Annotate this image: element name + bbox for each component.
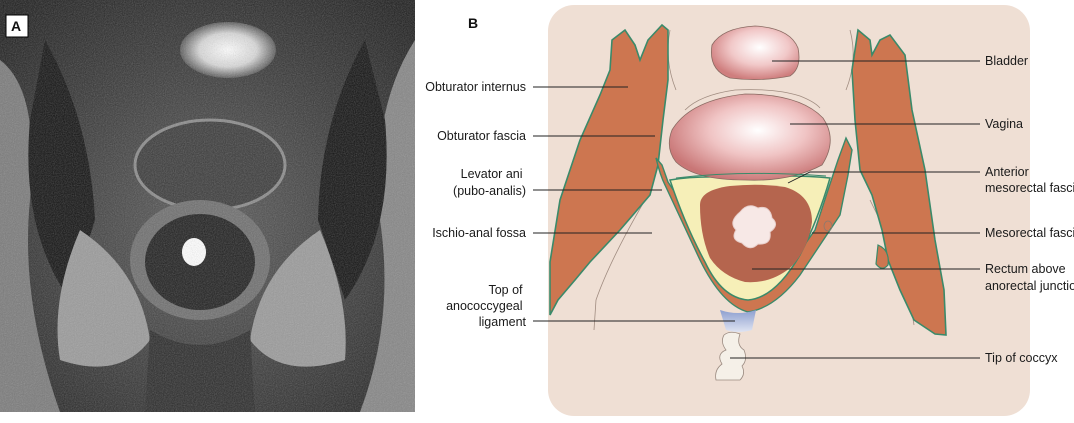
panel-b-letter: B: [468, 15, 478, 31]
label-anterior-mesorectal-fascia: Anterior mesorectal fascia: [985, 165, 1074, 195]
anococcygeal-ligament: [720, 310, 756, 332]
mri-panel: A: [0, 0, 415, 412]
label-obturator-internus: Obturator internus: [425, 80, 526, 94]
right-labels: Bladder Vagina Anterior mesorectal fasci…: [985, 54, 1074, 365]
label-levator-ani: Levator ani (pubo-analis): [453, 167, 526, 198]
label-anococcygeal-ligament: Top of anococcygeal ligament: [446, 283, 526, 329]
left-obturator-internus: [549, 23, 669, 316]
bladder: [711, 25, 800, 80]
label-obturator-fascia: Obturator fascia: [437, 129, 526, 143]
label-mesorectal-fascia: Mesorectal fascia: [985, 226, 1074, 240]
rectal-lumen: [732, 205, 776, 249]
panel-a-letter: A: [11, 18, 21, 34]
coccyx: [715, 331, 746, 381]
label-coccyx: Tip of coccyx: [985, 351, 1058, 365]
label-rectum: Rectum above anorectal junction: [985, 262, 1074, 293]
label-bladder: Bladder: [985, 54, 1028, 68]
left-labels: Obturator internus Obturator fascia Leva…: [425, 80, 526, 329]
label-ischio-anal-fossa: Ischio-anal fossa: [432, 226, 526, 240]
right-obturator-internus: [851, 28, 947, 336]
vagina: [668, 93, 831, 181]
diagram-panel: B: [468, 5, 1030, 416]
label-vagina: Vagina: [985, 117, 1023, 131]
